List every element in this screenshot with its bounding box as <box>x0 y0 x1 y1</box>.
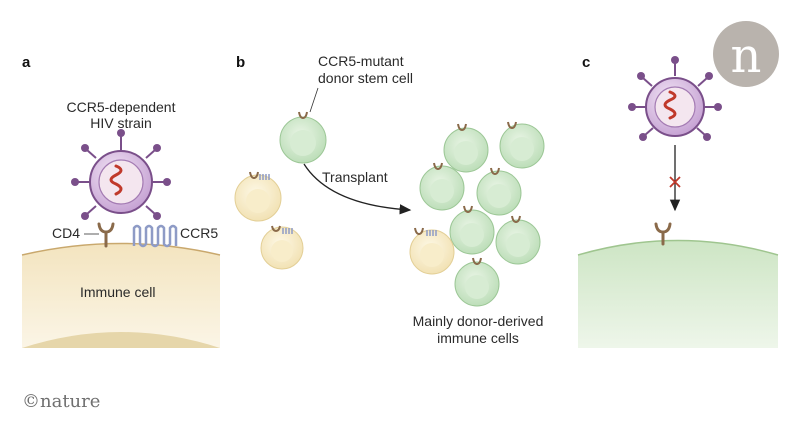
donor-derived-cell <box>449 205 495 255</box>
virus-label-1: CCR5-dependent <box>67 99 176 115</box>
cd4-receptor-icon <box>97 222 115 248</box>
transplant-arrow <box>303 163 412 215</box>
host-cell <box>234 171 282 222</box>
ccr5-coreceptor-icon <box>132 224 178 248</box>
cd4-receptor-icon <box>654 222 672 246</box>
panel-a: a Immune cell <box>21 54 221 348</box>
donor-derived-cell <box>499 121 545 169</box>
panel-letter-a: a <box>22 54 31 71</box>
copyright-nature: ©nature <box>22 391 100 412</box>
nature-logo: n <box>713 21 779 87</box>
virus-label-2: HIV strain <box>90 115 151 131</box>
transplant-label: Transplant <box>322 169 388 185</box>
immune-cell-membrane <box>22 243 220 348</box>
hiv-virus <box>71 129 171 220</box>
donor-derived-cell <box>443 123 489 173</box>
donor-derived-cell <box>495 215 541 265</box>
donor-label-2: donor stem cell <box>318 70 413 86</box>
result-label-2: immune cells <box>437 330 519 346</box>
cd4-cell-membrane <box>578 240 778 348</box>
donor-derived-cell <box>454 257 500 307</box>
donor-label-1: CCR5-mutant <box>318 53 404 69</box>
result-label-1: Mainly donor-derived <box>413 313 544 329</box>
blocked-cross-icon <box>669 176 681 188</box>
membrane-outline <box>21 242 221 256</box>
host-cell <box>260 225 304 270</box>
viral-rna-icon <box>663 90 677 120</box>
donor-stem-cell <box>279 111 327 164</box>
nucleus <box>22 332 220 348</box>
panel-b: b CCR5-mutant donor stem cell Transplant <box>234 53 545 346</box>
panel-letter-c: c <box>582 54 590 71</box>
immune-cell-label: Immune cell <box>80 284 155 300</box>
panel-c: c <box>577 54 779 348</box>
viral-rna-icon <box>109 164 123 196</box>
result-cells <box>409 121 545 307</box>
logo-letter: n <box>731 28 762 84</box>
ccr5-label: CCR5 <box>180 225 218 241</box>
donor-derived-cell <box>419 162 465 211</box>
donor-derived-cell <box>476 167 522 216</box>
host-cell <box>409 227 455 275</box>
panel-letter-b: b <box>236 54 245 71</box>
logo-badge <box>713 21 779 87</box>
cd4-label: CD4 <box>52 225 80 241</box>
hiv-virus <box>628 56 722 141</box>
